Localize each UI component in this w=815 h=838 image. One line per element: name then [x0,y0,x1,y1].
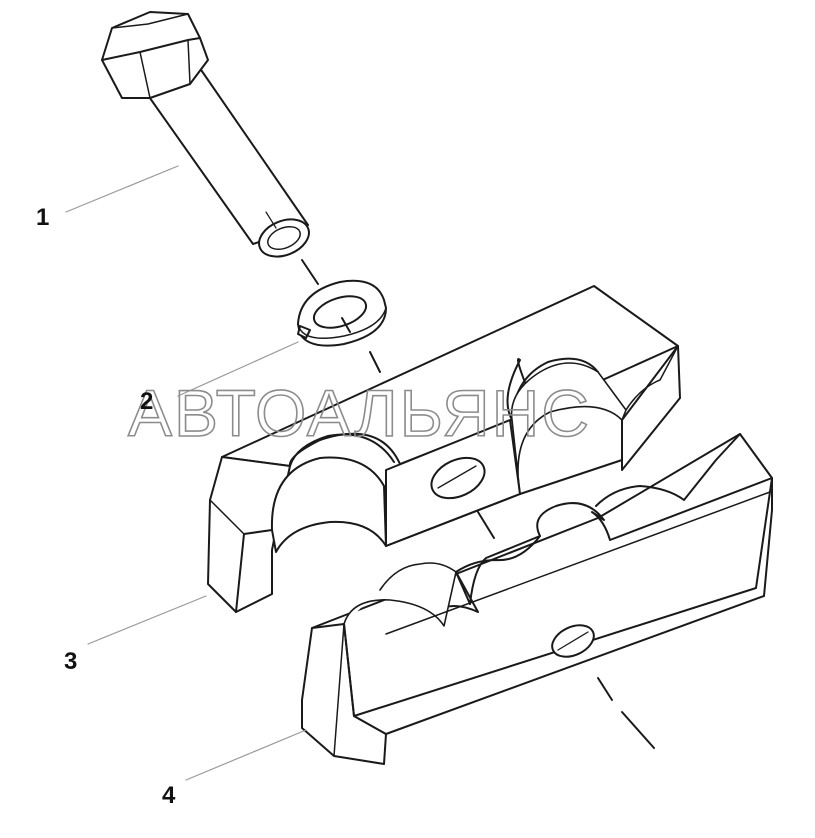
upper-clamp-part [207,285,681,613]
callout-label-2: 2 [140,388,154,415]
spring-washer-part [297,279,387,347]
callout-label-1: 1 [36,204,50,231]
bolt-part [101,11,310,258]
lower-clamp-part [301,433,773,765]
center-axis-line [301,259,655,749]
leader-lines [65,165,307,781]
callout-label-3: 3 [64,648,78,675]
watermark-logo: АВТОАЛЬЯНС [128,376,591,450]
callout-label-4: 4 [162,782,176,809]
